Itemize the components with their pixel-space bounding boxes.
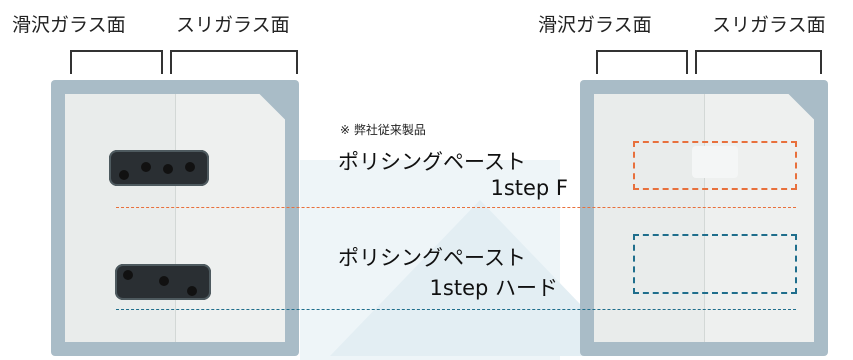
paste-hard-name: ポリシングペースト <box>338 246 526 270</box>
glass-seam <box>704 94 705 342</box>
dashed-line-blue <box>116 309 796 310</box>
glass-seam <box>175 94 176 342</box>
label-left-smooth: 滑沢ガラス面 <box>12 14 126 36</box>
bracket-left-frosted <box>170 50 298 74</box>
paste-f-name: ポリシングペースト <box>338 150 526 174</box>
frosted-area <box>704 94 814 342</box>
note-previous-product: ※ 弊社従来製品 <box>340 123 426 137</box>
polishing-mark-top <box>109 150 209 186</box>
label-left-frosted: スリガラス面 <box>176 14 290 36</box>
slide-left-glass <box>65 94 285 342</box>
bracket-left-smooth <box>70 50 163 74</box>
slide-left <box>51 80 299 356</box>
label-right-frosted: スリガラス面 <box>712 14 826 36</box>
slide-right <box>580 80 828 356</box>
bracket-right-frosted <box>695 50 822 74</box>
paste-hard-grade: 1step ハード <box>429 276 558 300</box>
frosted-area <box>175 94 285 342</box>
bracket-right-smooth <box>596 50 688 74</box>
label-right-smooth: 滑沢ガラス面 <box>538 14 652 36</box>
highlight-box-orange <box>633 141 797 190</box>
dashed-line-orange <box>116 207 796 208</box>
polishing-mark-bottom <box>115 264 211 300</box>
paste-f-grade: 1step F <box>490 176 568 200</box>
polished-clear-area <box>692 146 738 178</box>
highlight-box-blue <box>633 234 797 294</box>
slide-right-glass <box>594 94 814 342</box>
